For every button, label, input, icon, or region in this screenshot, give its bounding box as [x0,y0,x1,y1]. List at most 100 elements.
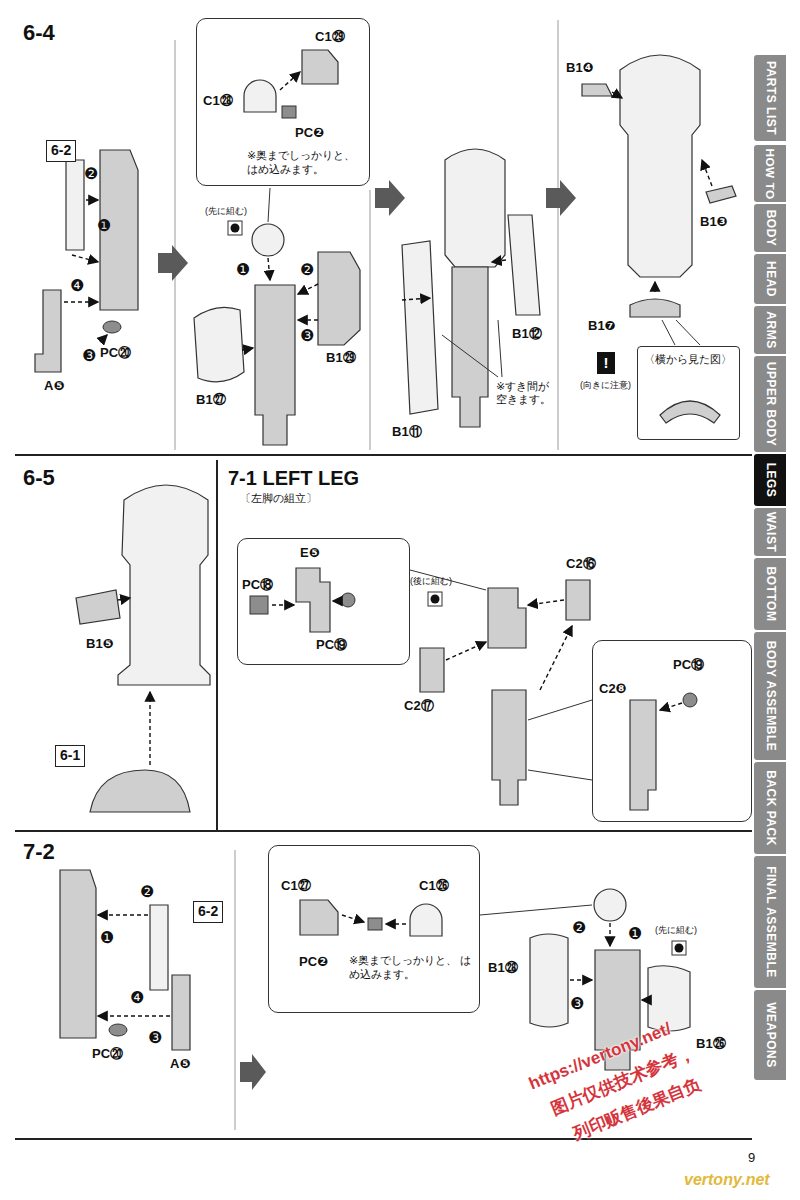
frame-part [488,588,526,648]
a-part [35,290,61,372]
armor-part [318,252,360,345]
part-number: B1❹ [566,60,594,76]
leader-line [442,335,498,377]
assembly-arrow [612,92,622,98]
step-number: ❶ [97,218,111,234]
section-tab: HOW TO [754,145,786,202]
polycap [250,596,268,614]
armor-part [530,934,568,1027]
section-tab: BODY [754,204,786,252]
assembly-arrow [609,923,610,946]
assembly-arrow [540,626,572,690]
assembly-arrow [570,979,592,980]
part-label: PC⑲ [316,637,347,653]
note: ※すき間が空きます。 [496,380,556,406]
side-view-box: 〈横から見た図〉 [637,346,740,440]
lower-leg [620,55,700,277]
order-note: (向きに注意) [580,380,631,391]
section-tab: BOTTOM [754,558,786,630]
part-label: ! [604,354,609,373]
part-label: 6-2 [198,903,218,921]
part-label: ※奥までしっかりと、 はめ込みます。 [349,954,473,982]
tab-label: UPPER BODY [763,362,778,446]
tab-label: LEGS [763,463,778,498]
armor-part [402,241,438,414]
part-number: C2⑯ [566,556,596,572]
part-number: B1❸ [700,214,728,230]
assembly-arrow [98,1015,170,1016]
part-label: PC⑱ [242,577,273,593]
frame-part [420,648,444,692]
assembly-arrow [528,600,564,605]
knee-armor [445,149,505,267]
section-tab: PARTS LIST [754,55,786,141]
joint-part [244,80,276,112]
assembly-arrow [492,260,506,262]
assembly-arrow [702,160,712,186]
tab-label: FINAL ASSEMBLE [763,866,778,978]
caution-mark: ! [597,352,615,374]
part-number: A❺ [170,1056,190,1072]
step-divider [175,40,176,450]
part-label: PC❷ [299,954,328,970]
polycap [368,918,382,930]
tab-label: WAIST [763,512,778,553]
polycap [341,593,355,607]
leader-line [662,320,675,345]
step-divider [235,850,236,1130]
step-panel: 6-46-2C1㉙C1㉘PC❷※奥までしっかりと、 はめ込みます。!〈横から見た… [15,15,752,456]
foot [90,770,190,812]
assembly-arrow [98,914,148,915]
section-tab: WAIST [754,508,786,556]
leg-frame [60,870,96,1038]
order-icon [228,221,242,235]
part-label: ※奥までしっかりと、 はめ込みます。 [247,149,367,177]
armor-part [76,590,120,624]
part-label: E❺ [300,545,320,561]
section-tab: ARMS [754,306,786,354]
assembly-arrow [64,301,98,302]
lower-leg [118,485,210,685]
assembly-arrow [149,692,150,765]
assembly-arrow [272,604,294,605]
frame-part [150,905,168,990]
part-label: C1㉗ [281,878,311,894]
armor-part [648,966,690,1031]
part-number: A❺ [44,378,64,394]
leg-frame [492,690,526,805]
step-number: ❸ [570,996,584,1012]
order-icon [672,941,686,955]
tab-label: BACK PACK [763,770,778,846]
joint-part [302,50,338,84]
order-note: (後に組む) [410,576,452,587]
part-number: B1⑪ [392,424,422,440]
assembly-arrow [333,600,340,601]
ball-joint [252,224,284,256]
section-tab: BACK PACK [754,762,786,854]
part-number: B1㉗ [196,392,226,408]
armor-part [706,186,736,203]
frame-part [566,580,590,620]
frame-part [296,568,330,632]
section-tab: FINAL ASSEMBLE [754,856,786,988]
order-icon-dot [675,944,684,953]
part-label: 〈横から見た図〉 [644,353,732,367]
step-arrow [546,180,576,216]
step-number: ❷ [572,920,586,936]
joint-part [300,900,338,935]
part-label: 6-1 [60,747,80,765]
step-number: ❷ [300,262,314,278]
assembly-arrow [654,282,655,292]
watermark: vertony.net [684,1170,770,1189]
leader-line [410,570,486,590]
order-icon-dot [231,224,240,233]
tab-label: ARMS [763,311,778,348]
part-label: C1㉘ [203,93,233,109]
leader-line [676,320,700,345]
polycap [282,106,296,118]
armor-part [508,215,540,315]
order-icon-dot [431,595,440,604]
assembly-arrow [100,335,107,342]
step-heading: 7-2 [23,838,55,866]
order-icon [428,592,442,606]
